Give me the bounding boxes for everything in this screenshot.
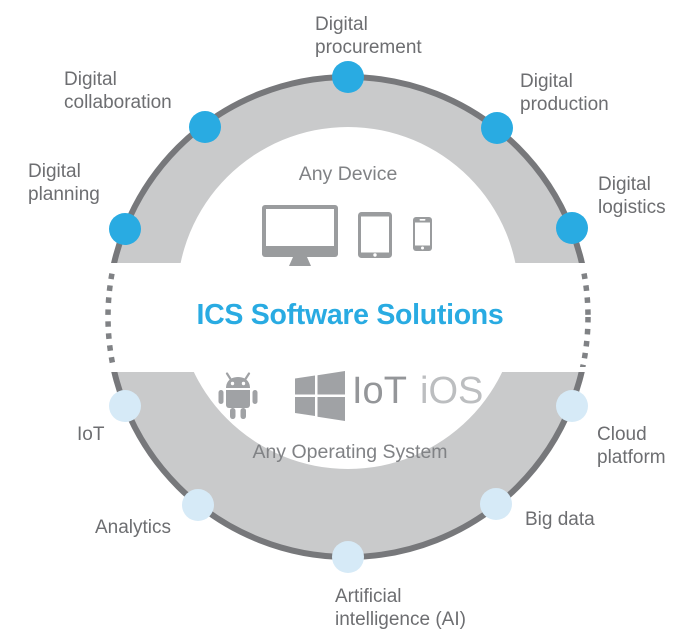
any-operating-system-label: Any Operating System — [252, 441, 448, 463]
diagram-title: ICS Software Solutions — [196, 299, 504, 331]
windows-icon — [295, 371, 345, 421]
smartphone-icon — [413, 217, 432, 251]
node-analytics — [182, 489, 214, 521]
label-artificial-intelligence: Artificial intelligence (AI) — [335, 586, 466, 630]
node-cloud-platform — [556, 390, 588, 422]
os-label-iot: IoT — [352, 370, 407, 412]
node-digital-collaboration — [189, 111, 221, 143]
android-icon — [218, 372, 258, 419]
node-digital-procurement — [332, 61, 364, 93]
node-big-data — [480, 488, 512, 520]
label-iot: IoT — [77, 424, 105, 445]
desktop-monitor-icon — [262, 205, 338, 266]
node-artificial-intelligence — [332, 541, 364, 573]
node-iot — [109, 390, 141, 422]
node-digital-planning — [109, 213, 141, 245]
label-digital-procurement: Digital procurement — [315, 14, 422, 58]
tablet-icon — [358, 212, 392, 258]
node-digital-production — [481, 112, 513, 144]
label-big-data: Big data — [525, 509, 595, 530]
label-cloud-platform: Cloud platform — [597, 424, 666, 468]
label-analytics: Analytics — [95, 517, 172, 538]
any-device-label: Any Device — [298, 163, 398, 185]
label-digital-logistics: Digital logistics — [598, 174, 666, 218]
os-label-ios: iOS — [420, 370, 484, 412]
node-digital-logistics — [556, 212, 588, 244]
device-icons-row — [262, 205, 432, 266]
label-digital-collaboration: Digital collaboration — [64, 69, 172, 113]
label-digital-production: Digital production — [520, 71, 609, 115]
label-digital-planning: Digital planning — [28, 161, 100, 205]
ring-dashed-arcs — [105, 269, 591, 367]
